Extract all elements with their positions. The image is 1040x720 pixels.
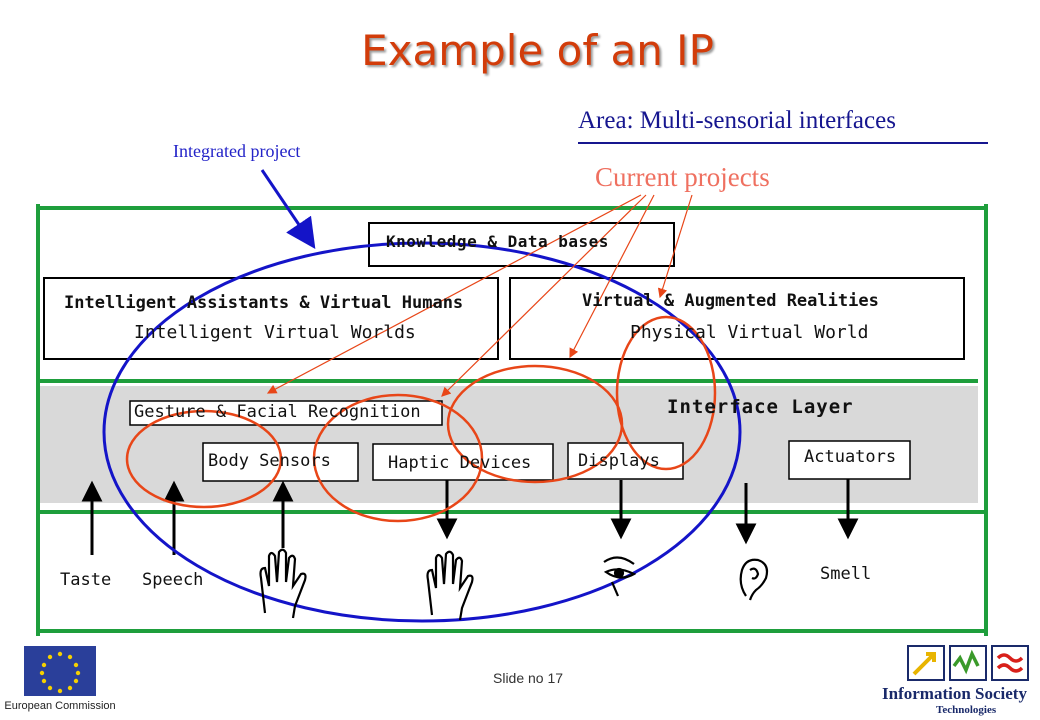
circle-body-haptic <box>312 393 484 523</box>
current-project-pointers <box>266 194 693 397</box>
ec-logo-text: European Commission <box>4 700 116 712</box>
european-commission-logo <box>24 646 96 696</box>
ist-logo-subtext: Technologies <box>936 704 997 716</box>
smell-label: Smell <box>820 564 872 584</box>
speech-label: Speech <box>142 570 204 590</box>
slide-number: Slide no 17 <box>493 670 564 686</box>
virtual-label-line1: Virtual & Augmented Realities <box>582 291 879 311</box>
body-sensors-label: Body Sensors <box>208 451 331 471</box>
virtual-box <box>509 277 965 360</box>
current-projects-label: Current projects <box>595 162 770 192</box>
current-project-circles <box>125 315 717 523</box>
eye-icon <box>603 556 637 597</box>
integrated-project-ellipse <box>102 241 742 623</box>
assistants-label-line1: Intelligent Assistants & Virtual Humans <box>64 293 464 313</box>
integrated-project-label: Integrated project <box>173 141 301 161</box>
displays-box <box>567 442 684 480</box>
taste-label: Taste <box>60 570 112 590</box>
area-underline <box>578 142 988 144</box>
slide-title: Example of an IP <box>361 26 714 75</box>
circle-displays <box>615 315 717 471</box>
ist-logo-text: Information Society <box>882 684 1027 703</box>
hand-icon <box>259 548 307 619</box>
interface-layer-label: Interface Layer <box>667 396 854 418</box>
gesture-label: Gesture & Facial Recognition <box>134 402 421 422</box>
integrated-arrow <box>260 169 316 249</box>
haptic-box <box>372 443 554 481</box>
area-label: Area: Multi-sensorial interfaces <box>578 107 896 134</box>
green-frame <box>36 204 988 636</box>
ear-icon <box>739 558 769 601</box>
hand-icon <box>426 550 474 621</box>
virtual-label-line2: Physical Virtual World <box>630 322 869 343</box>
circle-gesture <box>125 409 283 509</box>
sense-arrows <box>81 479 859 555</box>
ist-logo <box>907 645 1029 681</box>
actuators-box <box>788 440 911 480</box>
assistants-box <box>43 277 499 360</box>
actuators-label: Actuators <box>804 447 897 467</box>
displays-label: Displays <box>578 451 660 471</box>
haptic-label: Haptic Devices <box>388 453 532 473</box>
knowledge-label: Knowledge & Data bases <box>386 232 609 251</box>
assistants-label-line2: Intelligent Virtual Worlds <box>134 322 416 343</box>
